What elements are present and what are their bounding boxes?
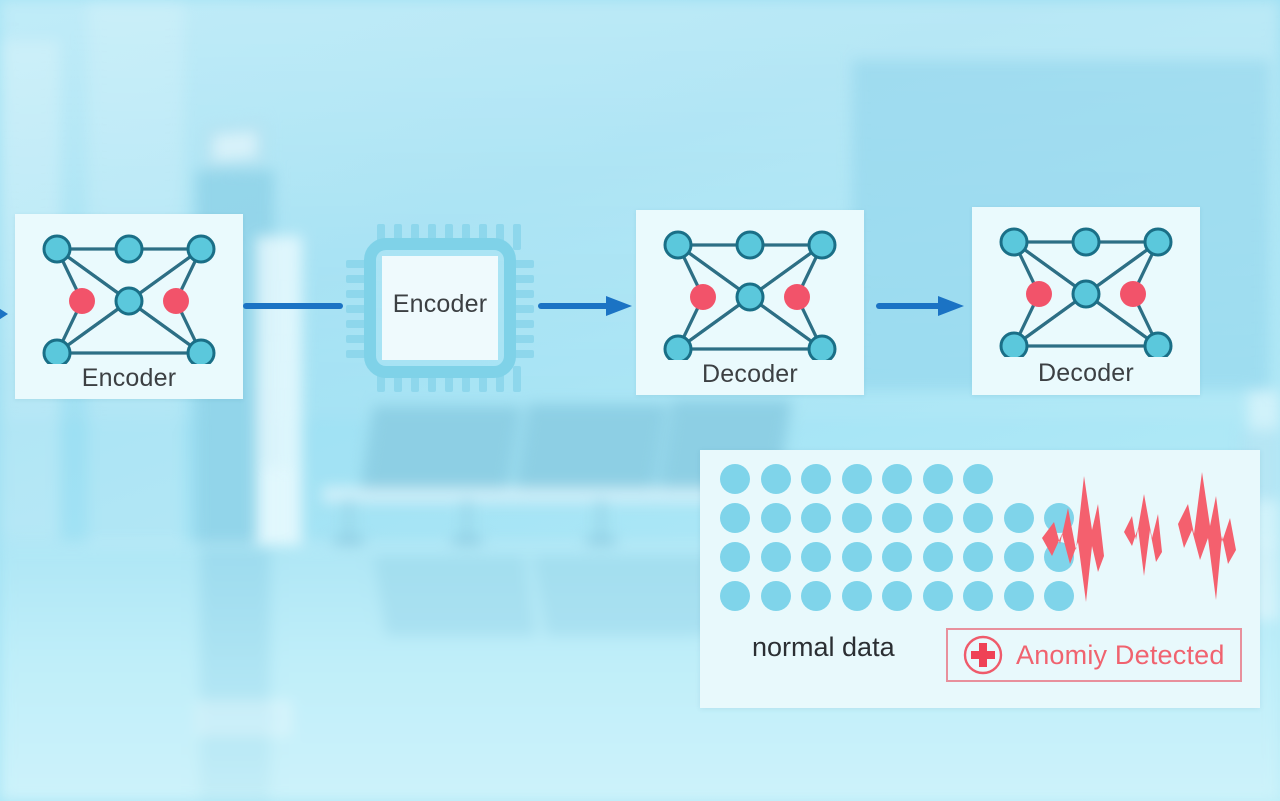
background-bench-foot-3 [586,538,616,548]
anomaly-detected-label: Anomiy Detected [1016,639,1225,670]
background-column [256,236,302,546]
plus-circle-icon [963,635,1003,675]
encoder-network-card[interactable]: Encoder [15,214,243,399]
data-dot [760,464,791,494]
dot-grid-row [720,581,1074,611]
normal-data-label: normal data [752,632,895,662]
chip-icon [346,224,534,392]
background-floor-marker [196,700,292,736]
data-dot [882,581,912,611]
background-bench-2 [512,404,668,502]
data-dot [1044,581,1074,611]
background-bench-leg-3 [596,500,606,544]
background-bench-1 [358,406,522,502]
anomaly-waveform-small [1124,494,1162,576]
data-dot [1003,581,1034,611]
data-dot [801,581,831,611]
data-dot [963,503,993,533]
anomaly-detection-panel[interactable]: normal data Anomiy Detected [700,450,1260,708]
decoder-network-card-1[interactable]: Decoder [636,210,864,395]
data-dot [922,503,953,533]
data-dot [1003,503,1034,533]
anomaly-waveform-large-2 [1178,472,1236,600]
encoder-network-graph [42,234,216,364]
background-bench-leg-1 [344,500,354,544]
data-dot [963,464,993,494]
connector-decoder1-to-decoder2 [876,296,964,316]
decoder-network-label-2: Decoder [1038,359,1134,387]
connector-chip-to-decoder1 [538,296,632,316]
anomaly-waveform-large-1 [1042,476,1104,602]
data-dot [922,464,953,494]
data-dot [922,542,953,572]
data-dot [801,464,831,494]
data-dot [801,503,831,533]
encoder-network-label: Encoder [81,364,177,392]
background-floor-marker-inner [206,712,280,726]
encoder-chip[interactable]: Encoder [346,224,534,392]
background-bench-foot-2 [452,538,482,548]
data-dot [760,542,791,572]
decoder-network-graph-1 [663,230,837,360]
data-dot [882,542,912,572]
background-pillar-reflection [200,548,270,801]
data-dot [760,503,791,533]
background-column-base [262,468,296,548]
data-dot [720,542,750,572]
data-dot [922,581,953,611]
decoder-network-card-2[interactable]: Decoder [972,207,1200,395]
anomaly-detected-badge[interactable]: Anomiy Detected [946,628,1242,682]
data-dot [841,581,872,611]
data-dot [841,464,872,494]
data-dot [841,542,872,572]
dot-grid-row [720,542,1074,572]
dot-grid-row [720,503,1074,533]
data-dot [760,581,791,611]
data-dot [801,542,831,572]
inbound-arrow-icon [0,308,8,320]
background-bench-leg-2 [462,500,472,544]
data-dot [841,503,872,533]
background-bench-reflection-1 [373,556,537,636]
decoder-network-graph-2 [999,227,1173,357]
decoder-network-label-1: Decoder [702,360,798,388]
data-dot [720,581,750,611]
data-dot [1003,542,1034,572]
connector-encoder-to-chip [243,303,343,309]
background-bench-reflection-2 [533,556,697,636]
normal-data-dot-grid [720,464,1074,620]
background-bench-foot-1 [334,538,364,548]
data-dot [720,464,750,494]
data-dot [882,464,912,494]
dot-grid-row [720,464,1074,494]
data-dot [963,581,993,611]
data-dot [963,542,993,572]
data-dot [882,503,912,533]
anomaly-waveform-group [1042,472,1236,602]
data-dot [720,503,750,533]
background-sign-board [204,121,266,171]
chip-label: Encoder [392,290,488,318]
